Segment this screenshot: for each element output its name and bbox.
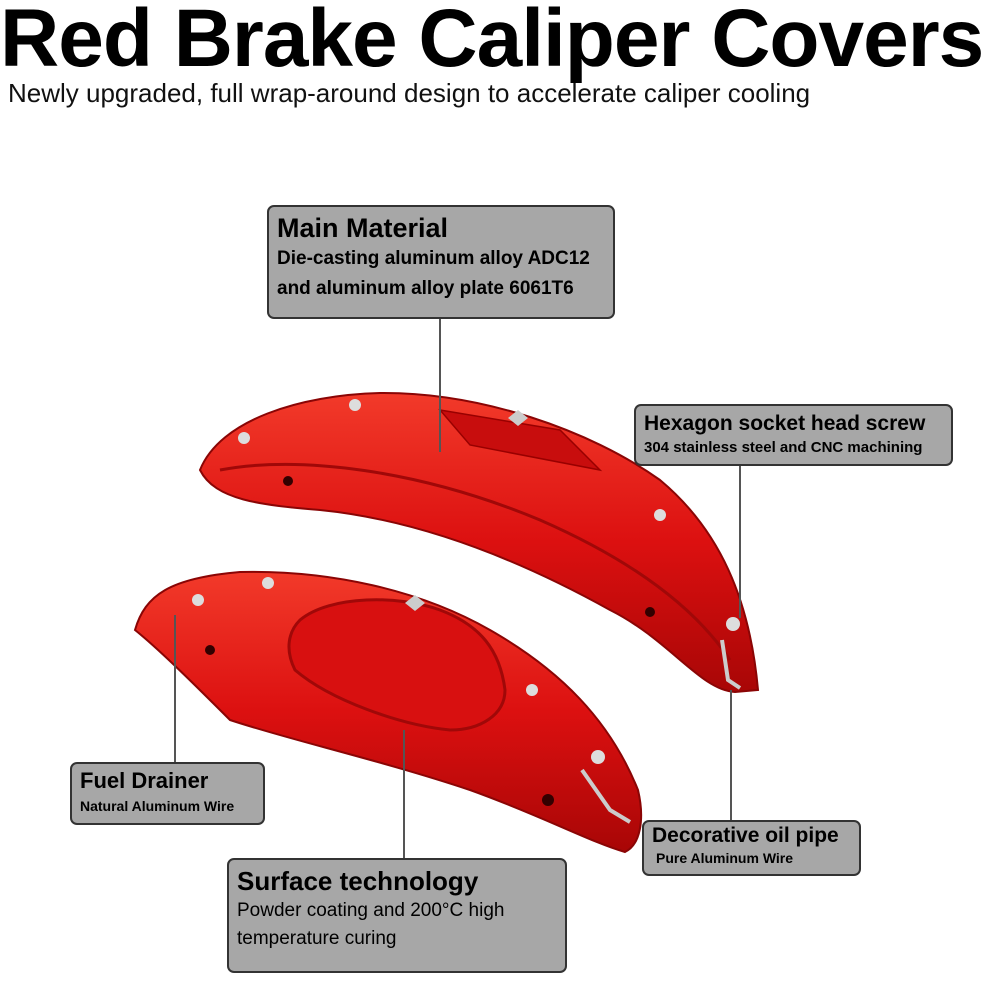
callout-text: Die-casting aluminum alloy ADC12: [277, 248, 590, 269]
page-subtitle: Newly upgraded, full wrap-around design …: [8, 78, 811, 108]
callout-oil-pipe: Decorative oil pipe Pure Aluminum Wire: [642, 820, 861, 876]
callout-text: Powder coating and 200°C high: [237, 900, 505, 921]
callout-text: Pure Aluminum Wire: [656, 850, 794, 866]
callout-title: Decorative oil pipe: [652, 824, 839, 847]
lower-caliper-cover: [133, 570, 643, 854]
callout-title: Main Material: [277, 213, 449, 243]
callout-text: temperature curing: [237, 928, 397, 949]
callout-title: Surface technology: [237, 866, 479, 896]
callout-hex-screw: Hexagon socket head screw 304 stainless …: [634, 404, 953, 466]
callout-text: Natural Aluminum Wire: [80, 798, 235, 814]
callout-title: Fuel Drainer: [80, 768, 209, 793]
callout-title: Hexagon socket head screw: [644, 412, 926, 435]
callout-fuel-drainer: Fuel Drainer Natural Aluminum Wire: [70, 762, 265, 825]
callout-main-material: Main Material Die-casting aluminum alloy…: [267, 205, 615, 319]
callout-text: and aluminum alloy plate 6061T6: [277, 278, 574, 299]
leader-lines: [174, 318, 741, 858]
callout-surface-technology: Surface technology Powder coating and 20…: [227, 858, 567, 973]
callout-text: 304 stainless steel and CNC machining: [644, 439, 923, 456]
upper-caliper-cover: [198, 391, 760, 694]
page-title: Red Brake Caliper Covers: [0, 0, 984, 84]
